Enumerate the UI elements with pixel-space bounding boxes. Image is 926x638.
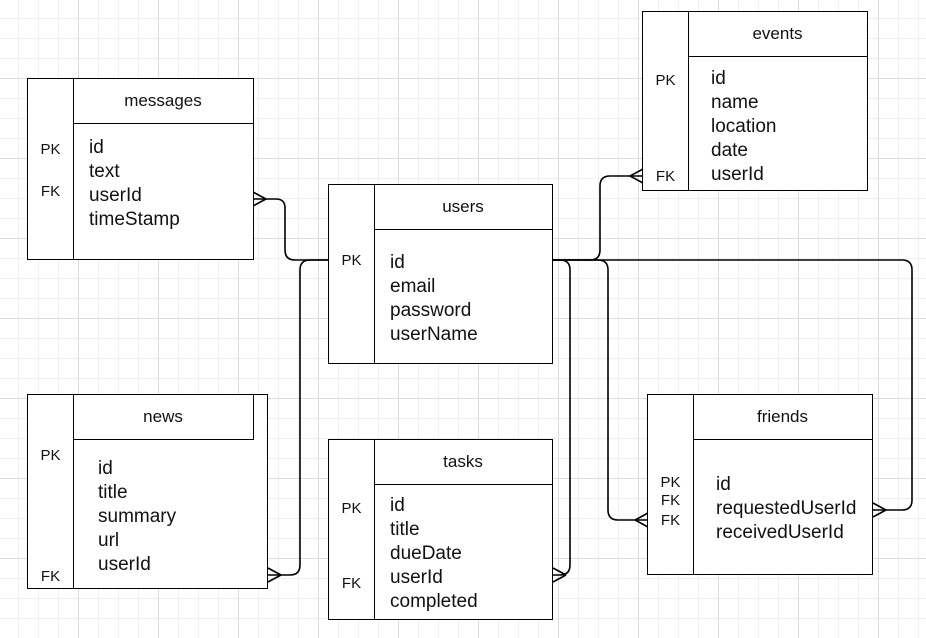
fk-label: FK [655,168,676,185]
field: location [711,116,777,137]
crowfoot-tasks [552,567,567,583]
pk-label: PK [341,252,362,269]
pk-label: PK [655,72,676,89]
rel-users-tasks [553,259,571,576]
field: password [390,300,472,321]
field: userName [390,324,478,345]
entity-title: users [374,185,552,230]
field: completed [390,591,478,612]
entity-friends[interactable]: friends PK FK FK id requestedUserId rece… [647,394,873,575]
key-column [643,12,689,190]
key-column [648,395,694,574]
field: title [390,519,420,540]
entity-news[interactable]: news PK FK id title summary url userId [27,394,268,589]
fk-label: FK [40,568,61,585]
key-column [329,185,375,363]
rel-users-messages [253,198,328,261]
entity-title: messages [73,79,253,124]
entity-title: tasks [374,440,552,485]
pk-label: PK [40,141,61,158]
crowfoot-messages [252,191,267,207]
field: userId [98,554,151,575]
fk-label: FK [40,183,61,200]
field: timeStamp [89,209,180,230]
field: requestedUserId [716,498,857,519]
field: userId [89,185,142,206]
field: userId [711,164,764,185]
entity-title: events [688,12,867,57]
fk-label: FK [660,492,681,509]
entity-title: friends [693,395,872,440]
entity-title: news [73,395,254,440]
pk-label: PK [341,500,362,517]
field: text [89,161,120,182]
key-column [28,79,74,259]
field-list: id text userId timeStamp [89,136,180,232]
pk-label: PK [40,447,61,464]
field: id [390,252,405,273]
field-list: id name location date userId [711,67,777,187]
field: name [711,92,759,113]
crowfoot-friends-requested [872,502,887,518]
entity-tasks[interactable]: tasks PK FK id title dueDate userId comp… [328,439,553,620]
rel-users-news [268,259,328,576]
key-column [28,395,74,588]
key-column [329,440,375,619]
pk-label: PK [660,474,681,491]
field: url [98,530,120,551]
rel-users-friends-received [553,259,648,521]
rel-users-events [553,175,643,261]
field: id [98,458,113,479]
entity-messages[interactable]: messages PK FK id text userId timeStamp [27,78,254,260]
fk-label: FK [341,575,362,592]
field-list: id requestedUserId receivedUserId [716,473,856,545]
crowfoot-news [267,567,282,583]
entity-users[interactable]: users PK id email password userName [328,184,553,364]
field: id [390,495,405,516]
field: userId [390,567,443,588]
entity-events[interactable]: events PK FK id name location date userI… [642,11,868,191]
field: id [716,474,731,495]
field-list: id title dueDate userId completed [390,494,478,614]
field: date [711,140,748,161]
field-list: id title summary url userId [98,457,176,577]
field: email [390,276,436,297]
field: receivedUserId [716,522,844,543]
field: summary [98,506,177,527]
field-list: id email password userName [390,251,478,347]
fk-label: FK [660,512,681,529]
field: id [89,137,104,158]
field: id [711,68,726,89]
field: dueDate [390,543,462,564]
field: title [98,482,128,503]
